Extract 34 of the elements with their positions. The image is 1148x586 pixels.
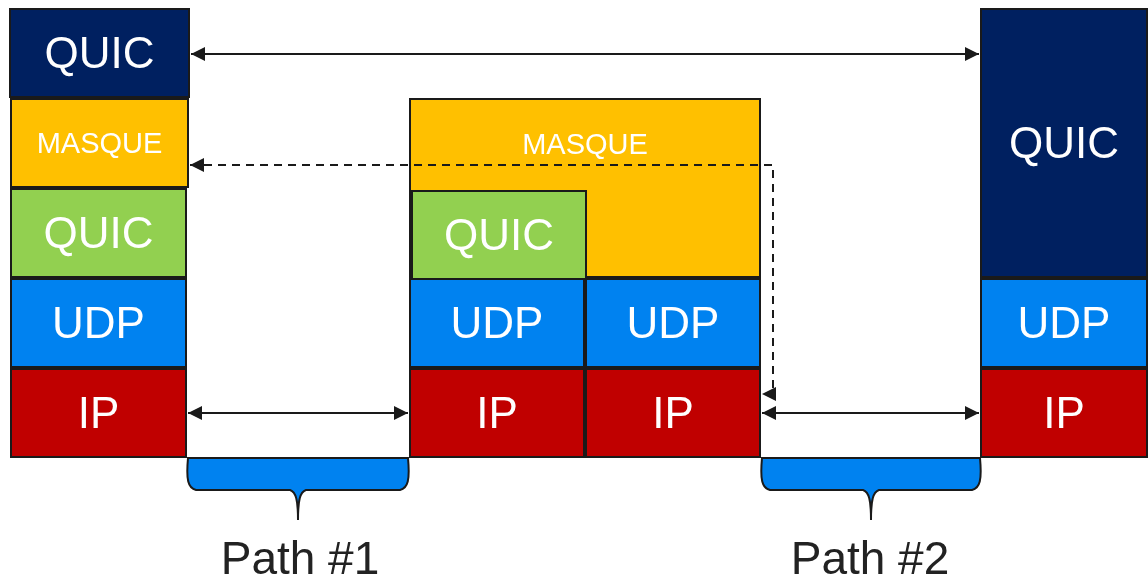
- layer-name: UDP: [52, 298, 145, 348]
- layer-name: IP: [476, 388, 518, 438]
- double-arrow: [761, 406, 980, 420]
- dashed-arrow: [189, 158, 776, 401]
- double-arrow: [187, 406, 409, 420]
- layer-name: UDP: [450, 298, 544, 348]
- path-label: Path #1: [220, 531, 380, 585]
- layer-name: UDP: [626, 298, 720, 348]
- protocol-layer-box: [10, 368, 187, 458]
- layer-name: MASQUE: [522, 128, 648, 161]
- protocol-layer-box: [409, 368, 585, 458]
- protocol-layer-box: [980, 368, 1148, 458]
- layer-name: QUIC: [1009, 118, 1119, 168]
- protocol-layer-box: [9, 8, 190, 98]
- layer-name: MASQUE: [36, 126, 163, 160]
- layer-name: IP: [652, 388, 694, 438]
- layer-name: IP: [1043, 388, 1085, 438]
- layer-name: QUIC: [43, 208, 154, 258]
- layer-name: UDP: [1017, 298, 1111, 348]
- layer-name: QUIC: [444, 210, 554, 260]
- double-arrow: [190, 47, 980, 61]
- protocol-layer-box: [10, 188, 187, 278]
- protocol-layer-box: [980, 278, 1148, 368]
- protocol-layer-box: [585, 278, 761, 368]
- protocol-layer-box: [585, 368, 761, 458]
- protocol-layer-box: [409, 98, 761, 278]
- layer-name: IP: [77, 388, 120, 438]
- protocol-layer-box: [409, 278, 585, 368]
- protocol-layer-box: [411, 190, 587, 280]
- protocol-layer-box: [980, 8, 1148, 278]
- protocol-layer-box: [10, 278, 187, 368]
- path-label: Path #2: [790, 531, 950, 585]
- protocol-layer-box: [10, 98, 189, 188]
- layer-name: QUIC: [44, 28, 155, 78]
